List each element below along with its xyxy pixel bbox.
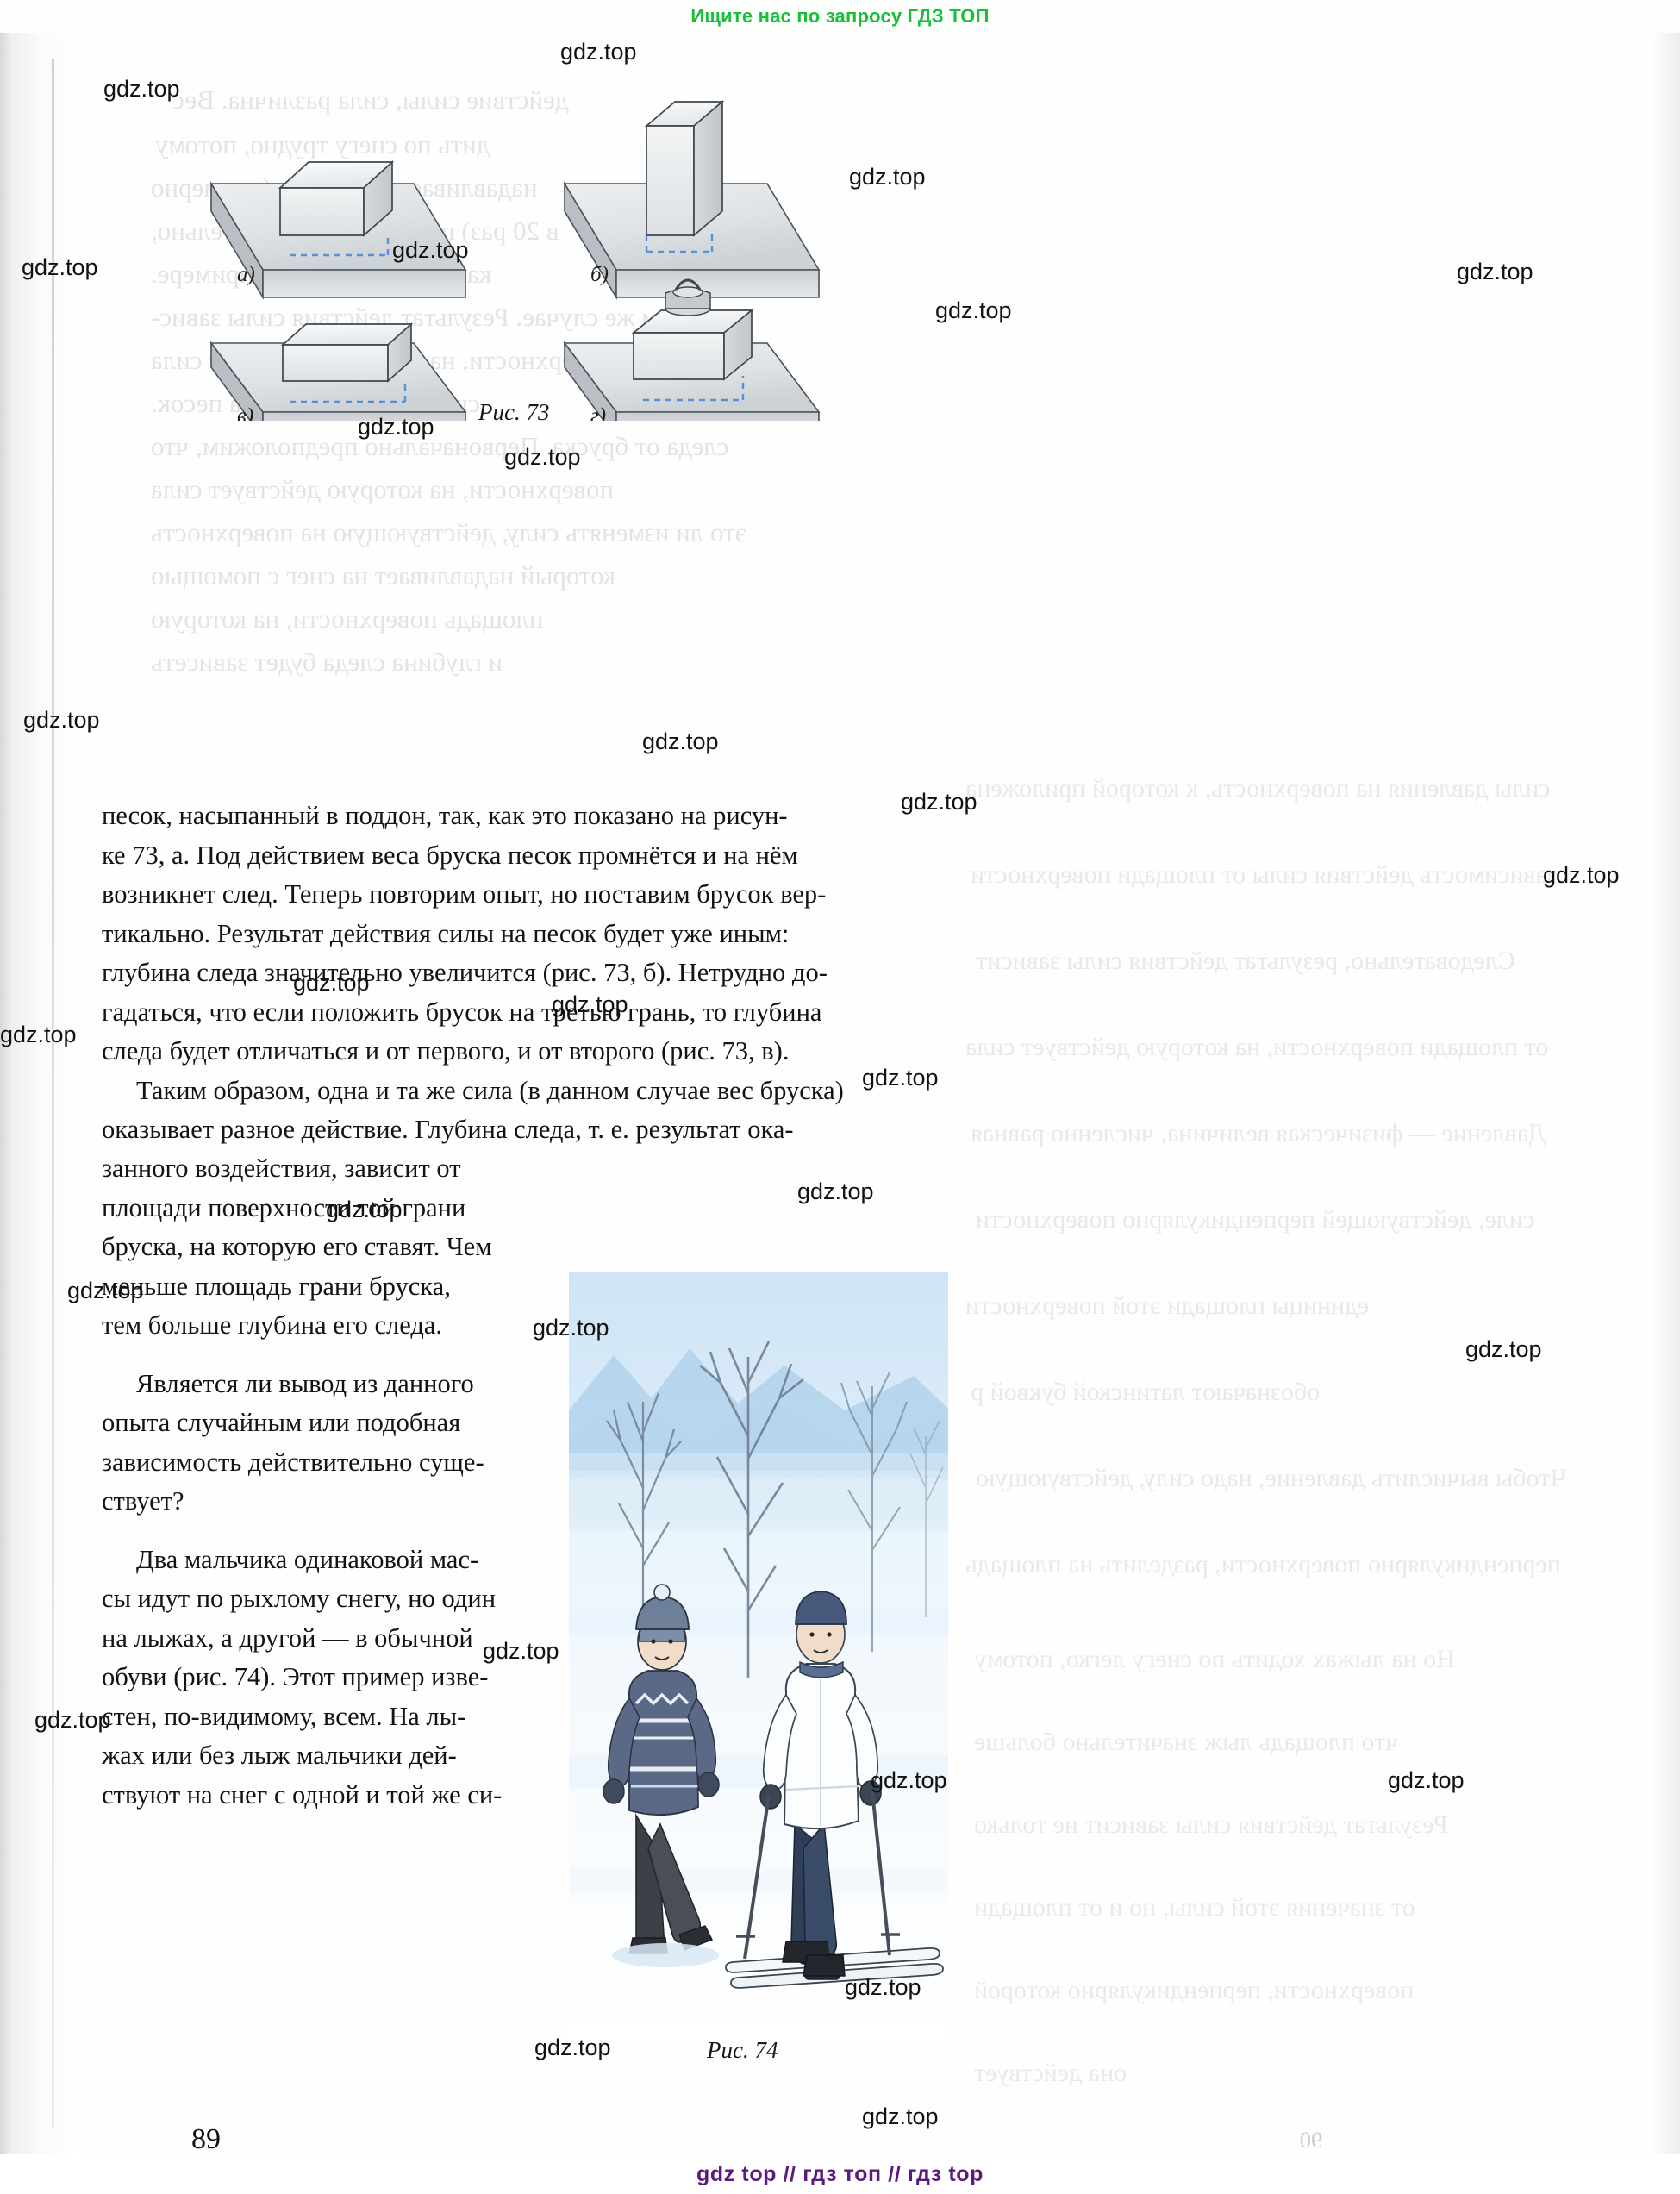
- bleed-through-line: силы давления на поверхность, к которой …: [965, 774, 1551, 803]
- text-line: на лыжах, а другой — в обычной: [102, 1622, 473, 1653]
- ski-pole-left: [743, 1794, 771, 1960]
- boy-without-skis: [603, 1584, 720, 1967]
- figure-73-label-v: в): [237, 404, 253, 421]
- figure-73-label-b: б): [590, 263, 609, 286]
- figure-73-panel-g: г): [563, 278, 821, 421]
- text-line: Является ли вывод из данного: [136, 1368, 474, 1398]
- bleed-through-line: что площадь лыж значительно больше: [974, 1728, 1399, 1756]
- header-promo-bar: Ищите нас по запросу ГДЗ ТОП: [0, 0, 1680, 33]
- hat-pompom: [653, 1584, 671, 1601]
- text-line: глубина следа значительно увеличится (ри…: [102, 958, 828, 987]
- text-line: тикально. Результат действия силы на пес…: [102, 918, 790, 948]
- text-line: оказывает разное действие. Глубина следа…: [102, 1115, 794, 1144]
- bare-tree-right: [840, 1372, 908, 1652]
- bleed-through-line: силе, действующей перпендикулярно поверх…: [976, 1205, 1535, 1234]
- bleed-through-line: единицы площади этой поверхности: [965, 1291, 1370, 1320]
- bare-tree-far-right: [909, 1420, 944, 1617]
- body-paragraph-block-1: песок, насыпанный в поддон, так, как это…: [102, 797, 922, 1150]
- text-line: стен, по-видимому, всем. На лы-: [102, 1701, 466, 1731]
- paragraph-spacer: [102, 1346, 543, 1365]
- bleed-through-line: Чтобы вычислить давление, надо силу, дей…: [976, 1464, 1567, 1492]
- bleed-through-line: Но на лыжах ходить по снегу легко, потом…: [974, 1645, 1455, 1673]
- text-line: следа будет отличаться и от первого, и о…: [102, 1036, 790, 1066]
- bleed-through-line: поверхности, на которую действует сила: [151, 474, 615, 504]
- figure-73-panel-b: б): [563, 100, 821, 300]
- bleed-through-line: зависимость действия силы от площади пов…: [971, 860, 1558, 889]
- figure-74-caption: Рис. 74: [707, 2037, 778, 2063]
- figure-73: а) б): [129, 59, 905, 421]
- figure-74: [569, 1272, 948, 2040]
- bleed-through-line: от значения этой силы, но и от площади: [974, 1893, 1415, 1922]
- text-line: опыта случайным или подобная: [102, 1408, 461, 1437]
- text-line: сы идут по рыхлому снегу, но один: [102, 1584, 497, 1613]
- text-line: зависимость действительно суще-: [102, 1447, 484, 1477]
- figure-73-label-g: г): [590, 404, 606, 421]
- footer-promo-text: gdz top // гдз топ // гдз top: [696, 2161, 984, 2186]
- bleed-through-line: она действует: [974, 2059, 1127, 2087]
- gutter-crease-line: [52, 59, 54, 2128]
- text-line: меньше площадь грани бруска,: [102, 1271, 451, 1301]
- bleed-through-line: поверхности, перпендикулярно которой: [974, 1976, 1415, 2004]
- bleed-through-line: и глубина следа будет зависеть: [151, 647, 503, 677]
- text-line: тем больше глубина его следа.: [102, 1310, 443, 1340]
- body-paragraph-block-2: занного воздействия, зависит от площади …: [102, 1149, 543, 1815]
- text-line: занного воздействия, зависит от: [102, 1153, 461, 1183]
- text-line: гадаться, что если положить брусок на тр…: [102, 997, 822, 1027]
- figure-73-panel-v: в): [209, 322, 467, 421]
- bleed-through-line: площадь поверхности, на которую: [151, 603, 544, 634]
- figure-73-weight-icon: [665, 278, 711, 316]
- bare-tree-left: [606, 1392, 682, 1635]
- text-line: площади поверхности той грани: [102, 1192, 466, 1222]
- bleed-through-line: перпендикулярно поверхности, разделить н…: [965, 1550, 1561, 1578]
- footer-promo-bar: gdz top // гдз топ // гдз top: [0, 2154, 1680, 2194]
- bleed-through-line: Результат действия силы зависит не тольк…: [974, 1810, 1448, 1839]
- bleed-through-line: это ли изменять силу, действующую на пов…: [151, 517, 746, 547]
- figure-73-label-a: а): [237, 263, 255, 286]
- bleed-through-line: следа от бруска. Первоначально предполож…: [151, 431, 729, 461]
- bleed-through-line: Следовательно, результат действия силы з…: [976, 947, 1515, 975]
- bleed-through-line: который надавливает на снег с помощью: [151, 560, 616, 591]
- snow-footprint-hole: [612, 1943, 719, 1967]
- text-line: Два мальчика одинаковой мас-: [136, 1544, 479, 1574]
- text-line: ствуют на снег с одной и той же си-: [102, 1779, 503, 1810]
- text-line: возникнет след. Теперь повторим опыт, но…: [102, 879, 827, 909]
- bleed-through-line: от площади поверхности, на которую дейст…: [965, 1033, 1549, 1061]
- page-right-edge-shadow: [1651, 33, 1680, 2154]
- bleed-through-line: Давление — физическая величина, численно…: [971, 1119, 1546, 1147]
- text-line: бруска, на которую его ставят. Чем: [102, 1232, 492, 1261]
- header-promo-text: Ищите нас по запросу ГДЗ ТОП: [690, 5, 990, 27]
- text-line: обуви (рис. 74). Этот пример изве-: [102, 1662, 489, 1691]
- text-line: ке 73, а. Под действием веса бруска песо…: [102, 840, 798, 870]
- book-gutter: [0, 33, 78, 2154]
- text-line: Таким образом, одна и та же сила (в данн…: [136, 1075, 844, 1105]
- paragraph-spacer: [102, 1522, 543, 1541]
- bleed-through-line: обозначают латинской буквой p: [971, 1378, 1321, 1406]
- bare-tree-center: [699, 1341, 804, 1678]
- figure-73-caption: Рис. 73: [478, 399, 550, 425]
- text-line: песок, насыпанный в поддон, так, как это…: [102, 801, 788, 830]
- text-line: ствует?: [102, 1486, 184, 1516]
- page-number-bleed-through: 90: [1300, 2128, 1322, 2153]
- boy-with-skis: [725, 1591, 944, 1989]
- page-number: 89: [191, 2123, 221, 2155]
- ski-pole-right: [871, 1791, 891, 1956]
- text-line: жах или без лыж мальчики дей-: [102, 1741, 457, 1770]
- figure-73-panel-a: а): [209, 160, 467, 300]
